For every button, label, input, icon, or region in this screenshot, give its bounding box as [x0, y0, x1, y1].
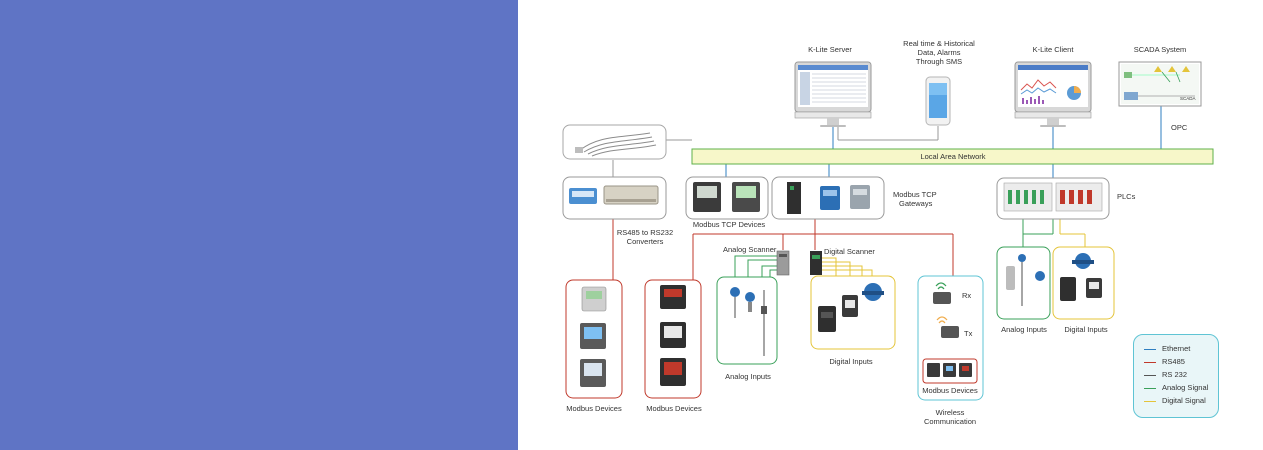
analog-scanner-label: Analog Scanner: [723, 245, 777, 254]
modbus-tcp-devices-label: Modbus TCP Devices: [693, 220, 766, 229]
plcs-label: PLCs: [1117, 192, 1136, 201]
digital-scanner-device: [810, 251, 822, 275]
legend-swatch: [1144, 387, 1156, 389]
scada-screen: SCADA: [1118, 61, 1202, 107]
legend-label: RS 232: [1162, 370, 1188, 379]
legend-label: RS485: [1162, 357, 1185, 366]
sms-label-line-2: Data, Alarms: [918, 48, 961, 57]
gateways-label-line-2: Gateways: [899, 199, 933, 208]
digital-inputs-box-2: [1052, 246, 1115, 320]
scada-screen-text: SCADA: [1180, 96, 1196, 101]
modbus-devices-label-2: Modbus Devices: [646, 404, 702, 413]
rs232-cable-box: [562, 124, 667, 160]
digital-inputs-label-1: Digital Inputs: [829, 357, 873, 366]
legend-item-rs232: RS 232: [1144, 370, 1187, 382]
digital-inputs-box-1: [810, 275, 896, 350]
legend-item-digital-signal: Digital Signal: [1144, 396, 1206, 408]
analog-scanner-device: [776, 250, 790, 276]
rs485-rs232-converters-box: [562, 176, 667, 220]
analog-inputs-box-2: [996, 246, 1051, 320]
k-lite-client-monitor: [1014, 61, 1092, 127]
legend: Ethernet RS485 RS 232 Analog Signal Digi…: [1133, 334, 1219, 418]
sms-label-line-3: Through SMS: [916, 57, 962, 66]
legend-swatch: [1144, 374, 1156, 376]
left-color-panel: [0, 0, 518, 450]
legend-swatch: [1144, 400, 1156, 402]
k-lite-server-label: K-Lite Server: [808, 45, 852, 54]
modbus-tcp-devices-box: [685, 176, 769, 220]
digital-inputs-label-2: Digital Inputs: [1064, 325, 1108, 334]
rs232-lines: [612, 126, 939, 177]
legend-item-ethernet: Ethernet: [1144, 344, 1190, 356]
local-area-network-label: Local Area Network: [920, 152, 985, 161]
local-area-network-bar: [691, 148, 1214, 165]
ethernet-lines: [725, 106, 1162, 178]
digital-scanner-label: Digital Scanner: [824, 247, 875, 256]
legend-item-analog-signal: Analog Signal: [1144, 383, 1208, 395]
converters-label-line-2: Converters: [627, 237, 664, 246]
legend-swatch: [1144, 348, 1156, 350]
modbus-devices-label-1: Modbus Devices: [566, 404, 622, 413]
legend-label: Analog Signal: [1162, 383, 1209, 392]
legend-swatch: [1144, 361, 1156, 363]
analog-inputs-label-2: Analog Inputs: [1001, 325, 1047, 334]
modbus-devices-box-1: [565, 279, 623, 399]
analog-inputs-box-1: [716, 276, 778, 365]
k-lite-client-label: K-Lite Client: [1033, 45, 1075, 54]
sms-label-line-1: Real time & Historical: [903, 39, 975, 48]
wireless-label-line-1: Wireless: [936, 408, 965, 417]
scada-system-label: SCADA System: [1134, 45, 1187, 54]
legend-label: Ethernet: [1162, 344, 1191, 353]
modbus-tcp-gateways-box: [771, 176, 885, 220]
gateways-label-line-1: Modbus TCP: [893, 190, 937, 199]
converters-label-line-1: RS485 to RS232: [617, 228, 673, 237]
legend-item-rs485: RS485: [1144, 357, 1185, 369]
smartphone-icon: [925, 76, 951, 126]
wireless-rx-label: Rx: [962, 291, 971, 300]
opc-label: OPC: [1171, 123, 1188, 132]
modbus-devices-box-2: [644, 279, 702, 399]
wireless-communication-box: [917, 275, 984, 401]
k-lite-server-monitor: [794, 61, 872, 127]
plcs-box: [996, 177, 1110, 220]
wireless-tx-label: Tx: [964, 329, 973, 338]
wireless-modbus-devices-label: Modbus Devices: [922, 386, 978, 395]
wireless-label-line-2: Communication: [924, 417, 976, 426]
legend-label: Digital Signal: [1162, 396, 1206, 405]
analog-inputs-label-1: Analog Inputs: [725, 372, 771, 381]
